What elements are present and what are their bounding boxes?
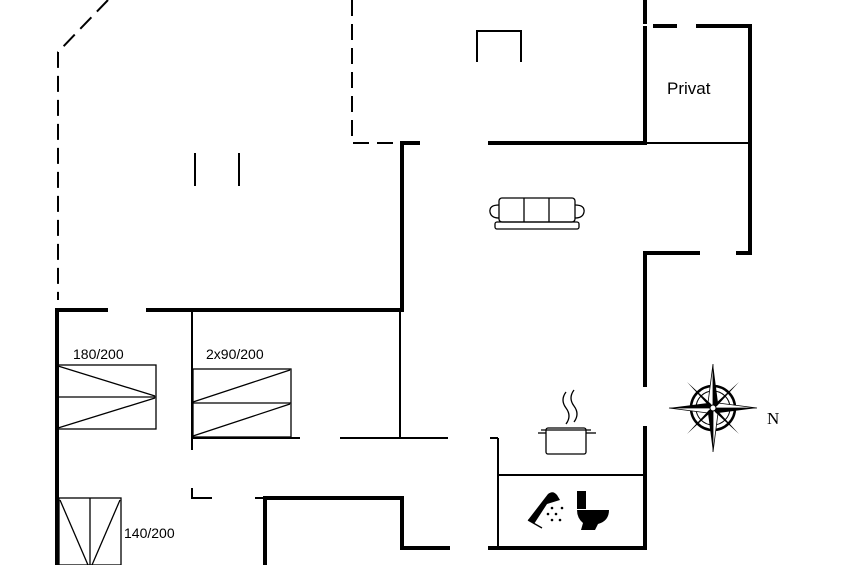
- fireplace: [476, 30, 522, 62]
- bed-size-label-1: 180/200: [73, 346, 124, 362]
- walls: [55, 0, 752, 565]
- compass-rose-icon: [668, 363, 758, 453]
- cooking-pot-icon: [538, 389, 596, 455]
- north-label: N: [767, 409, 779, 428]
- toilet-icon: [577, 491, 609, 530]
- bed-twin: [192, 368, 292, 438]
- bed-140: [58, 497, 122, 565]
- room-label-private: Privat: [667, 79, 711, 98]
- terrace-posts: [194, 153, 240, 186]
- partitions: [191, 142, 750, 548]
- shower-icon: [527, 492, 564, 529]
- bed-size-label-3: 140/200: [124, 525, 175, 541]
- bed-size-label-2: 2x90/200: [206, 346, 264, 362]
- bed-double: [57, 364, 157, 430]
- sofa-icon: [489, 197, 585, 230]
- terrace-outline: [57, 0, 398, 300]
